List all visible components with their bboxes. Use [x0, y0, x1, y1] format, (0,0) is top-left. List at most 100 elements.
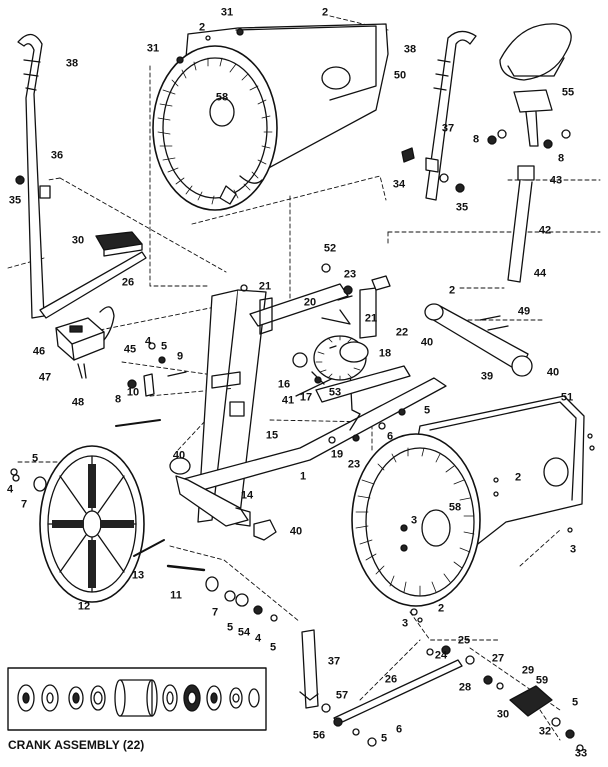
part-label: 18	[378, 347, 392, 360]
part-label: 51	[560, 391, 574, 404]
part-label: 35	[8, 194, 22, 207]
part-label: 50	[393, 69, 407, 82]
rear-stabilizer	[425, 304, 532, 376]
pedal-arm-left	[40, 232, 146, 318]
part-label: 3	[401, 617, 409, 630]
part-label: 57	[335, 689, 349, 702]
part-label: 59	[535, 674, 549, 687]
part-label: 37	[441, 122, 455, 135]
part-label: 3	[410, 514, 418, 527]
part-label: 21	[258, 280, 272, 293]
part-label: 3	[569, 543, 577, 556]
part-label: 47	[38, 371, 52, 384]
part-label: 35	[455, 201, 469, 214]
axle-hardware	[11, 469, 277, 621]
front-foot	[254, 520, 276, 540]
main-frame	[170, 276, 446, 526]
part-label: 5	[571, 696, 579, 709]
handlebar-post-right	[402, 31, 476, 200]
part-label: 14	[240, 489, 254, 502]
part-label: 30	[71, 234, 85, 247]
part-label: 54	[237, 626, 251, 639]
part-label: 34	[392, 178, 406, 191]
part-label: 52	[323, 242, 337, 255]
part-label: 8	[557, 152, 565, 165]
part-label: 49	[517, 305, 531, 318]
part-label: 40	[172, 449, 186, 462]
small-hardware	[13, 29, 594, 712]
part-label: 22	[395, 326, 409, 339]
part-label: 29	[521, 664, 535, 677]
part-label: 7	[211, 606, 219, 619]
part-label: 11	[170, 589, 182, 602]
part-label: 6	[386, 430, 394, 443]
crank-assembly-inset	[8, 668, 266, 730]
part-label: 38	[403, 43, 417, 56]
handlebar-post-left	[16, 34, 50, 318]
part-label: 5	[226, 621, 234, 634]
part-label: 4	[254, 632, 262, 645]
part-label: 37	[327, 655, 341, 668]
part-label: 8	[472, 133, 480, 146]
part-label: 23	[347, 458, 361, 471]
part-label: 12	[77, 600, 91, 613]
part-label: 1	[299, 470, 307, 483]
part-label: 5	[380, 732, 388, 745]
part-label: 32	[538, 725, 552, 738]
part-label: 6	[395, 723, 403, 736]
part-label: 41	[281, 394, 295, 407]
part-label: 31	[220, 6, 234, 19]
part-label: 2	[448, 284, 456, 297]
part-label: 2	[321, 6, 329, 19]
part-label: 53	[328, 386, 342, 399]
part-label: 25	[457, 634, 471, 647]
part-label: 5	[269, 641, 277, 654]
part-label: 28	[458, 681, 472, 694]
part-label: 2	[514, 471, 522, 484]
part-label: 5	[160, 340, 168, 353]
part-label: 5	[31, 452, 39, 465]
pedal-post-lower	[300, 630, 318, 708]
assembly-guide-lines	[8, 16, 600, 740]
part-label: 10	[126, 386, 140, 399]
part-label: 7	[20, 498, 28, 511]
part-label: 42	[538, 224, 552, 237]
part-label: 26	[121, 276, 135, 289]
pulley-wheel	[40, 420, 164, 602]
console	[56, 307, 114, 378]
part-label: 48	[71, 396, 85, 409]
part-label: 45	[123, 343, 137, 356]
part-label: 26	[384, 673, 398, 686]
part-label: 2	[437, 602, 445, 615]
part-label: 56	[312, 729, 326, 742]
seat-assembly	[488, 24, 571, 282]
part-label: 13	[131, 569, 145, 582]
part-label: 43	[549, 174, 563, 187]
part-label: 4	[144, 335, 152, 348]
part-label: 8	[114, 393, 122, 406]
part-label: 36	[50, 149, 64, 162]
part-label: 55	[561, 86, 575, 99]
lower-belt-housing	[352, 396, 584, 606]
part-label: 30	[496, 708, 510, 721]
part-label: 5	[423, 404, 431, 417]
part-label: 17	[299, 391, 313, 404]
part-label: 40	[546, 366, 560, 379]
part-label: 2	[198, 21, 206, 34]
part-label: 33	[574, 747, 588, 760]
part-label: 27	[491, 652, 505, 665]
part-label: 40	[289, 525, 303, 538]
part-label: 58	[215, 91, 229, 104]
pedal-arm-right	[334, 646, 583, 751]
part-label: 31	[146, 42, 160, 55]
part-label: 21	[364, 312, 378, 325]
part-label: 24	[434, 649, 448, 662]
part-label: 15	[265, 429, 279, 442]
part-label: 40	[420, 336, 434, 349]
part-label: 46	[32, 345, 46, 358]
part-label: 16	[277, 378, 291, 391]
part-label: 23	[343, 268, 357, 281]
part-label: 4	[6, 483, 14, 496]
part-label: 38	[65, 57, 79, 70]
